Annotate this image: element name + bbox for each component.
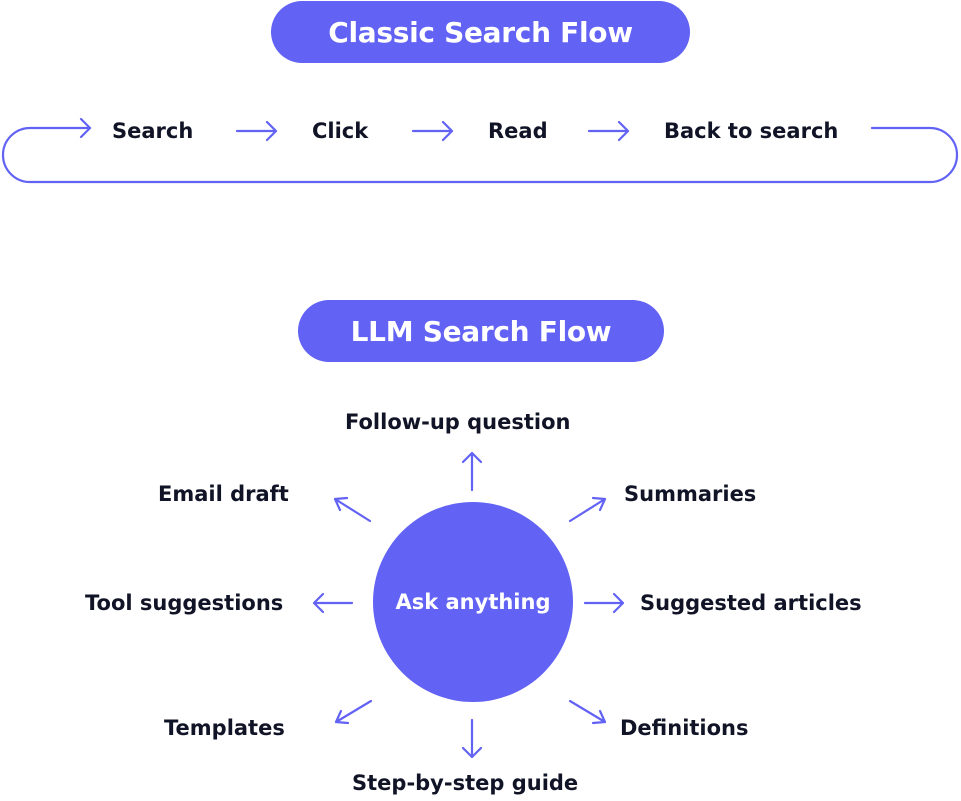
arrow-right: [583, 592, 625, 614]
arrow-down: [461, 718, 483, 759]
loop-return-path: [1, 126, 959, 184]
step-click: Click: [312, 119, 369, 143]
classic-search-flow-title: Classic Search Flow: [271, 1, 690, 63]
llm-search-flow-title: LLM Search Flow: [298, 300, 664, 362]
step-read: Read: [488, 119, 548, 143]
output-email-draft: Email draft: [158, 482, 289, 506]
arrow-down-right: [568, 699, 607, 725]
output-suggested-articles: Suggested articles: [640, 591, 862, 615]
output-tool-suggestions: Tool suggestions: [85, 591, 284, 615]
arrow-up-right: [568, 496, 607, 523]
arrow-search-click: [235, 120, 278, 142]
output-step-by-step-guide: Step-by-step guide: [352, 771, 579, 795]
arrow-up-left: [333, 496, 372, 523]
output-templates: Templates: [164, 716, 285, 740]
output-follow-up-question: Follow-up question: [345, 410, 571, 434]
ask-anything-circle: Ask anything: [373, 502, 573, 702]
arrow-click-read: [411, 120, 454, 142]
arrow-down-left: [334, 699, 373, 725]
arrow-read-back: [587, 120, 630, 142]
step-back-to-search: Back to search: [664, 119, 839, 143]
arrow-up: [461, 451, 483, 492]
output-definitions: Definitions: [620, 716, 749, 740]
loop-entry-arrowhead: [79, 117, 92, 139]
ask-anything-label: Ask anything: [395, 590, 551, 614]
output-summaries: Summaries: [624, 482, 757, 506]
arrow-left: [312, 592, 354, 614]
step-search: Search: [112, 119, 194, 143]
